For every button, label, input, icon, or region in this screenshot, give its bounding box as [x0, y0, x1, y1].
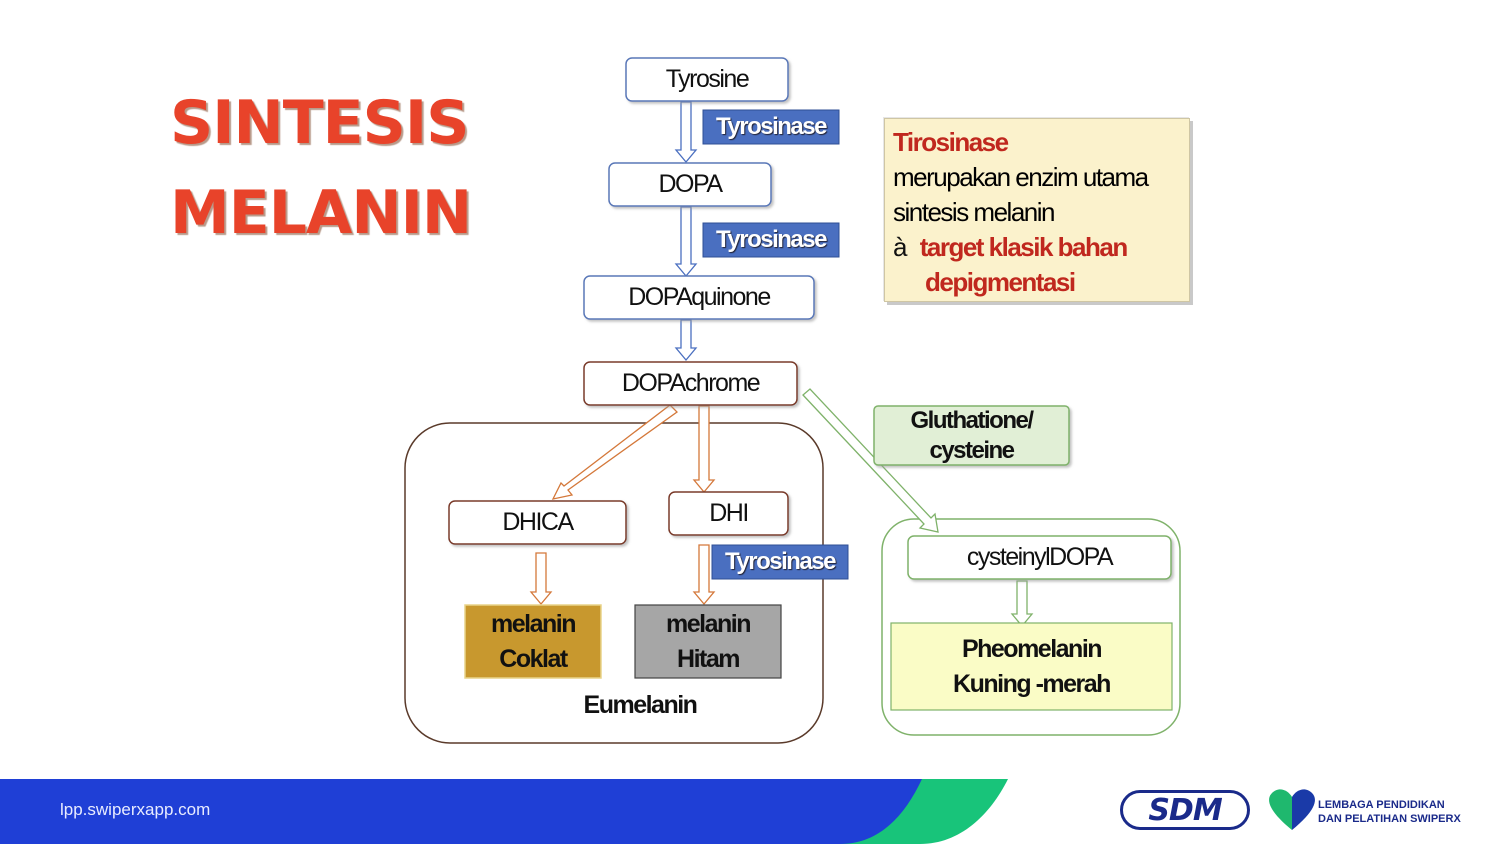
glutathione-line-2: cysteine: [929, 436, 1015, 464]
arrow-dopachrome-dhi: [692, 405, 716, 494]
info-target-2: depigmentasi: [925, 267, 1076, 297]
brand-line-1: LEMBAGA PENDIDIKAN: [1318, 799, 1445, 811]
dhica-label: DHICA: [502, 508, 574, 536]
swiperx-heart-icon: [1269, 789, 1315, 830]
dopa-box: [608, 162, 772, 207]
arrow-dhi-hitam: [692, 544, 716, 606]
tyrosinase-label-3: Tyrosinase: [725, 548, 836, 575]
brand-text: LEMBAGA PENDIDIKAN DAN PELATIHAN SWIPERX: [1318, 798, 1461, 826]
dhica-box: [448, 500, 627, 545]
info-target-1: target klasik bahan: [919, 232, 1129, 262]
footer-url: lpp.swiperxapp.com: [60, 800, 211, 819]
arrow-dopachrome-cysteinyldopa: [802, 388, 939, 533]
arrow-dopachrome-dhica: [551, 404, 679, 500]
glutathione-box: [873, 405, 1070, 466]
slide-title: SINTESIS MELANIN: [170, 78, 472, 258]
arrow-tyrosine-dopa: [674, 101, 698, 164]
melanin-coklat-line-2: Coklat: [499, 644, 568, 673]
title-line-1: SINTESIS: [170, 88, 469, 158]
info-line-2: sintesis melanin: [893, 197, 1055, 227]
melanin-coklat-line-1: melanin: [491, 609, 576, 638]
dopaquinone-label: DOPAquinone: [628, 283, 771, 311]
dopa-label: DOPA: [658, 170, 724, 198]
melanin-hitam-box: [634, 604, 782, 679]
info-line-1: merupakan enzim utama: [893, 162, 1149, 192]
title-line-2: MELANIN: [170, 178, 472, 248]
info-heading: Tirosinase: [893, 127, 1009, 157]
tirosinase-info-box: Tirosinase merupakan enzim utama sintesi…: [884, 118, 1190, 302]
melanin-hitam-line-2: Hitam: [677, 644, 740, 673]
tyrosinase-box-2: [702, 222, 840, 258]
sdm-logo: SDM: [1120, 790, 1250, 830]
pheomelanin-line-1: Pheomelanin: [961, 634, 1103, 663]
melanin-hitam-label: melanin Hitam: [635, 605, 781, 678]
info-arrow-glyph: à: [893, 232, 907, 262]
pheomelanin-label: Pheomelanin Kuning -merah: [891, 630, 1172, 703]
melanin-coklat-label: melanin Coklat: [465, 605, 601, 678]
dhi-box: [668, 491, 789, 536]
tyrosine-box: [625, 57, 789, 102]
pheomelanin-line-2: Kuning -merah: [953, 669, 1111, 698]
dopachrome-label: DOPAchrome: [621, 369, 761, 397]
cysteinyldopa-box: [907, 535, 1172, 580]
brand-line-2: DAN PELATIHAN SWIPERX: [1318, 813, 1461, 825]
dopachrome-box: [583, 361, 798, 406]
arrow-dhica-coklat: [529, 552, 553, 606]
arrow-dopaquinone-dopachrome: [674, 319, 698, 362]
tyrosinase-label-2: Tyrosinase: [716, 226, 827, 253]
tyrosinase-box-3: [711, 544, 849, 580]
tyrosine-label: Tyrosine: [665, 65, 750, 93]
footer-blue-band: [0, 779, 922, 844]
info-target-row: à target klasik bahan: [893, 230, 1181, 265]
dopaquinone-box: [583, 275, 815, 320]
melanin-coklat-box: [464, 604, 602, 679]
arrow-cysteinyldopa-pheomelanin: [1010, 580, 1034, 628]
cysteinyldopa-label: cysteinylDOPA: [966, 543, 1114, 571]
glutathione-label: Gluthatione/ cysteine: [874, 406, 1069, 465]
pheomelanin-box: [890, 622, 1173, 711]
eumelanin-label: Eumelanin: [583, 691, 698, 719]
tyrosinase-box-1: [702, 109, 840, 145]
arrow-dopa-dopaquinone: [674, 206, 698, 278]
tyrosinase-label-1: Tyrosinase: [716, 113, 827, 140]
dhi-label: DHI: [709, 499, 749, 527]
glutathione-line-1: Gluthatione/: [910, 406, 1035, 434]
melanin-hitam-line-1: melanin: [666, 609, 751, 638]
